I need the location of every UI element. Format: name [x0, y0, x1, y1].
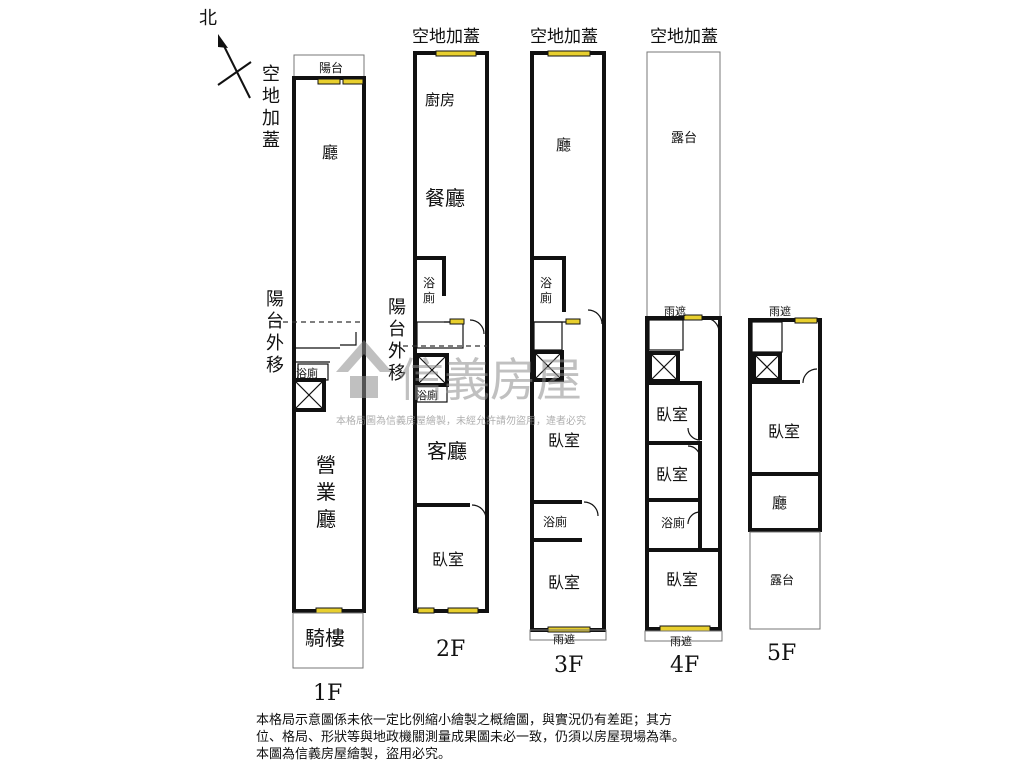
- disclaimer-line: 位、格局、形狀等與地政機關測量成果圖未必一致，仍須以房屋現場為準。: [256, 730, 686, 745]
- room-living-2f: 客廳: [427, 439, 467, 463]
- north-arrow: 北: [199, 8, 252, 99]
- room-bath-4f: 浴廁: [661, 515, 685, 530]
- note-char: 蓋: [262, 130, 280, 151]
- window-icon: [417, 607, 435, 614]
- floor-label-4f: 4F: [670, 653, 699, 678]
- room-bedroom-5f: 臥室: [768, 422, 800, 441]
- note-char: 空: [262, 64, 280, 85]
- note-balcony-moved-2f: 陽 台 外 移: [388, 297, 406, 384]
- room-bath-1f: 浴廁: [296, 366, 318, 380]
- window-icon: [659, 625, 711, 632]
- window-icon: [447, 607, 479, 614]
- room-hall-5f: 廳: [772, 494, 787, 512]
- note-char: 台: [388, 319, 406, 340]
- window-icon: [317, 78, 341, 85]
- note-char: 移: [388, 363, 406, 384]
- room-hall-3f: 廳: [556, 136, 571, 154]
- room-business-hall-1f-char: 廳: [316, 507, 336, 531]
- room-bedroom-4f-1: 臥室: [656, 405, 688, 424]
- window-icon: [683, 314, 703, 321]
- watermark: 信義房屋 本格局圖為信義房屋繪製，未經允許請勿盜用，違者必究: [336, 340, 586, 427]
- room-bedroom-4f-3: 臥室: [666, 570, 698, 589]
- watermark-brand: 信義房屋: [398, 353, 582, 407]
- watermark-notice: 本格局圖為信義房屋繪製，未經允許請勿盜用，違者必究: [336, 414, 586, 427]
- note-extension-4f: 空地加蓋: [650, 27, 718, 47]
- note-char: 地: [262, 86, 280, 107]
- room-bath-2f-lower: 浴廁: [416, 388, 438, 402]
- floor-label-1f: 1F: [313, 681, 342, 706]
- room-bath-3f-upper-char: 廁: [540, 290, 552, 305]
- note-char: 陽: [266, 289, 284, 310]
- floor-4f: 空地加蓋 露台 雨遮 臥室 臥室 浴廁 臥室 雨遮 4F: [644, 27, 723, 678]
- floor-2f: 空地加蓋 廚房 餐廳 浴 廁 浴廁 客廳 臥室 陽 台 外 移 2F: [388, 27, 489, 662]
- note-extension-2f: 空地加蓋: [412, 27, 480, 47]
- floor-1f: 陽台 廳 浴廁 營 業 廳 騎樓 空 地 加 蓋 陽 台 外 移 1F: [262, 54, 366, 706]
- window-icon: [342, 78, 364, 85]
- window-icon: [547, 50, 591, 57]
- room-terrace-4f: 露台: [671, 131, 697, 146]
- room-awning-3f: 雨遮: [553, 632, 575, 646]
- room-bedroom-3f-1: 臥室: [548, 431, 580, 450]
- note-char: 台: [266, 311, 284, 332]
- room-bath-2f-upper: 浴: [423, 276, 435, 290]
- note-char: 移: [266, 355, 284, 376]
- window-icon: [435, 50, 477, 57]
- floor-label-5f: 5F: [767, 641, 796, 666]
- note-char: 加: [262, 108, 280, 129]
- window-icon: [449, 318, 465, 325]
- room-balcony-1f: 陽台: [319, 60, 343, 75]
- note-char: 外: [266, 333, 284, 354]
- room-bedroom-4f-2: 臥室: [656, 465, 688, 484]
- disclaimer-line: 本圖為信義房屋繪製，盜用必究。: [256, 747, 452, 762]
- disclaimer: 本格局示意圖係未依一定比例縮小繪製之概繪圖，與實況仍有差距；其方 位、格局、形狀…: [256, 712, 776, 763]
- stair-void-1f: [292, 378, 326, 412]
- room-business-hall-1f: 營: [316, 453, 336, 477]
- terrace-4f: [646, 51, 721, 318]
- note-char: 外: [388, 341, 406, 362]
- room-hall-1f: 廳: [322, 143, 338, 162]
- note-extension-1f: 空 地 加 蓋: [262, 64, 280, 151]
- room-terrace-5f: 露台: [770, 572, 794, 587]
- room-awning-4f-top: 雨遮: [664, 304, 686, 318]
- house-logo-icon: [336, 340, 392, 398]
- room-kitchen-2f: 廚房: [425, 91, 455, 109]
- floor-label-3f: 3F: [554, 653, 583, 678]
- room-bedroom-3f-2: 臥室: [548, 573, 580, 592]
- room-awning-5f: 雨遮: [769, 304, 791, 318]
- note-extension-3f: 空地加蓋: [530, 27, 598, 47]
- room-bath-2f-upper-char: 廁: [423, 290, 435, 305]
- floor-label-2f: 2F: [436, 637, 465, 662]
- room-arcade-1f: 騎樓: [305, 626, 345, 650]
- window-icon: [565, 318, 581, 325]
- window-icon: [794, 317, 818, 324]
- room-bath-3f-upper: 浴: [540, 276, 552, 290]
- outer-wall-2f: [413, 51, 489, 613]
- arcade-1f: [292, 612, 364, 669]
- room-bedroom-2f: 臥室: [432, 550, 464, 569]
- room-business-hall-1f-char: 業: [316, 480, 336, 504]
- note-char: 陽: [388, 297, 406, 318]
- disclaimer-line: 本格局示意圖係未依一定比例縮小繪製之概繪圖，與實況仍有差距；其方: [256, 713, 673, 728]
- window-icon: [315, 607, 343, 614]
- room-bath-3f: 浴廁: [543, 514, 567, 529]
- north-label: 北: [199, 8, 217, 29]
- stair-void-2f: [415, 353, 449, 387]
- room-awning-4f-bottom: 雨遮: [670, 634, 692, 648]
- awning-3f: [529, 629, 607, 641]
- floor-3f: 空地加蓋 廳 浴 廁 臥室 浴廁 臥室 雨遮 3F: [529, 27, 607, 678]
- awning-4f: [644, 630, 723, 642]
- stair-void-3f: [532, 350, 564, 382]
- floor-5f: 雨遮 臥室 廳 露台 5F: [748, 304, 822, 666]
- note-balcony-moved-1f: 陽 台 外 移: [266, 289, 284, 376]
- terrace-5f: [749, 531, 821, 630]
- room-dining-2f: 餐廳: [425, 186, 465, 210]
